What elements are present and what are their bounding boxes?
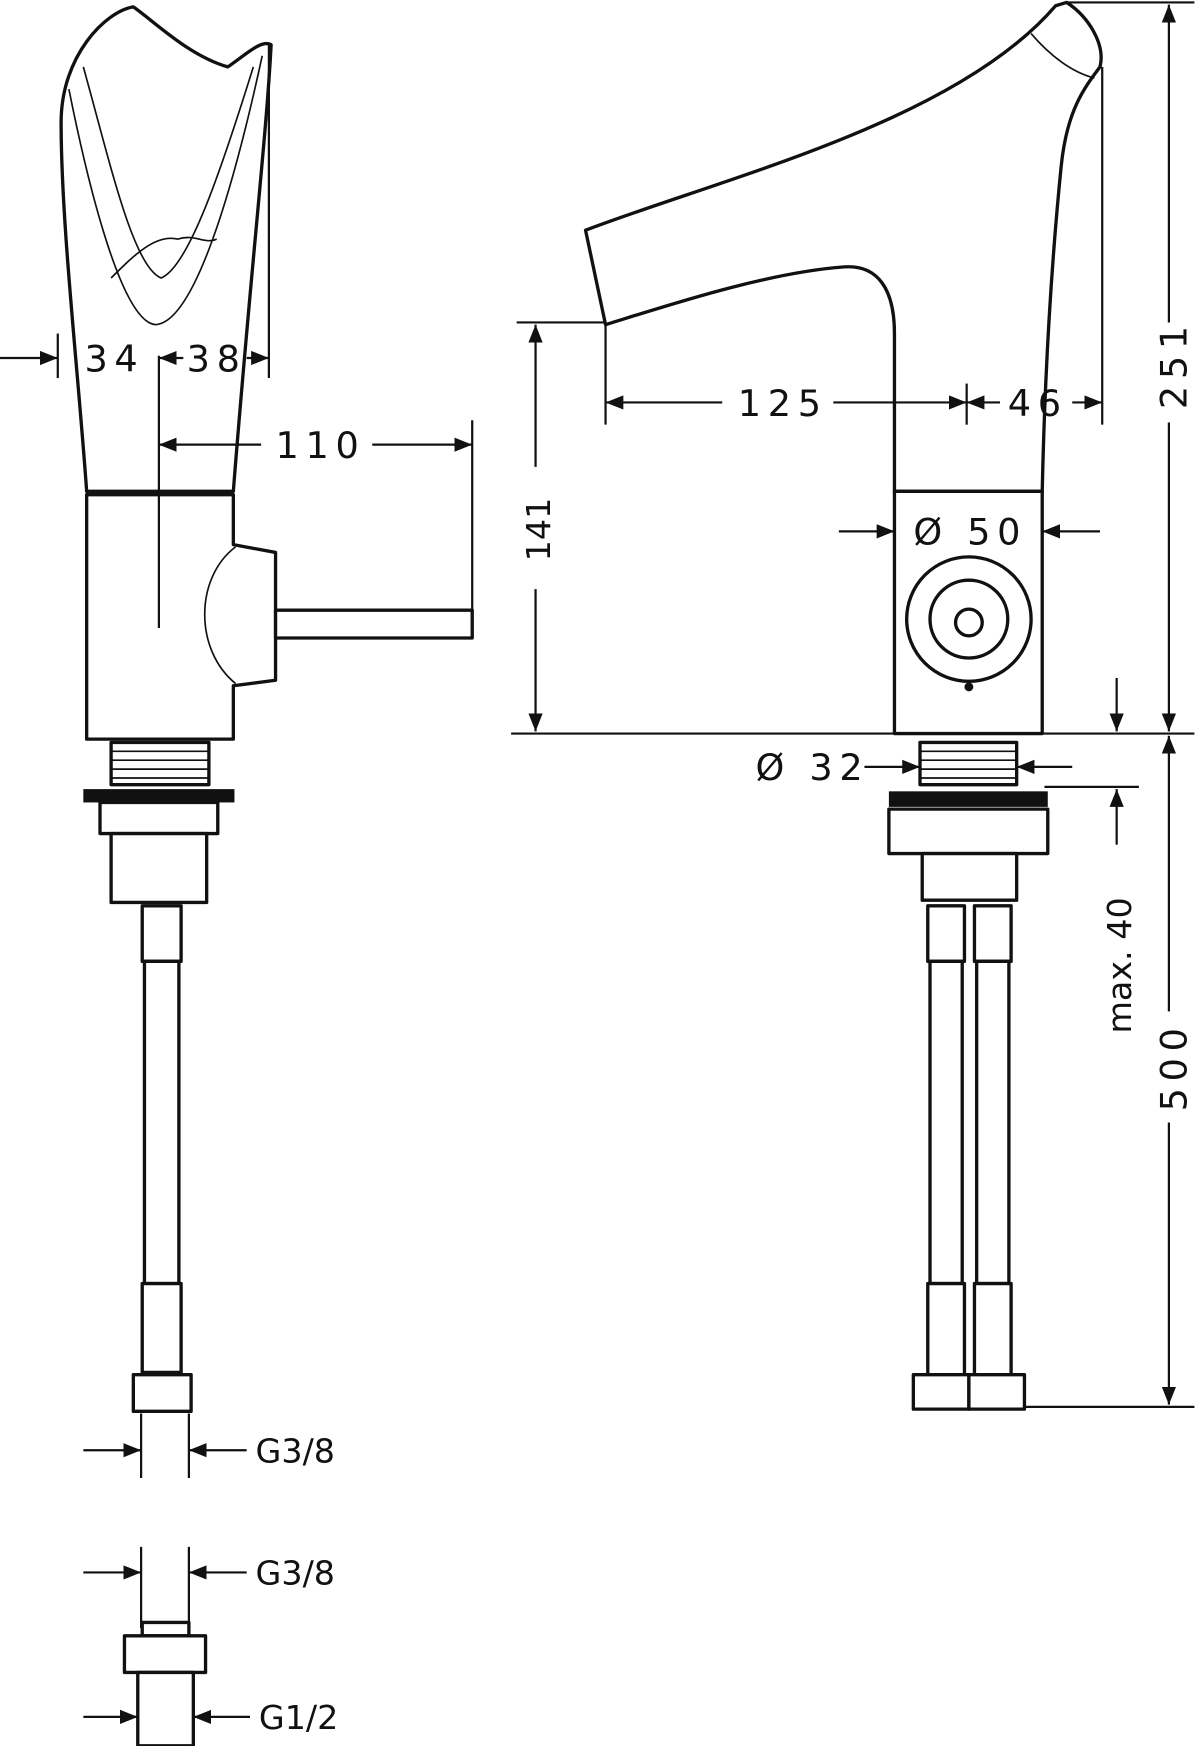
hose-right-crimp-bottom — [972, 1281, 1013, 1377]
dim-110-label: 110 — [276, 424, 366, 467]
hose-nut-left — [911, 1373, 971, 1411]
front-view: 34 38 110 G3/8 G3/8 G1/2 — [0, 5, 474, 1746]
spout-front — [59, 5, 273, 494]
hose-right-crimp — [972, 904, 1013, 964]
spout-tip — [1030, 33, 1095, 79]
hose-left-crimp-bottom — [926, 1281, 967, 1377]
lever — [273, 608, 474, 640]
mounting-flange — [83, 789, 235, 803]
spout-side — [583, 0, 1103, 494]
dim-500-label: 500 — [1153, 1021, 1196, 1111]
hose-crimp-top — [140, 904, 183, 964]
spout-opening — [68, 55, 264, 326]
dim-125-label: 125 — [738, 382, 828, 425]
handle-bump — [203, 546, 237, 685]
mounting-nut — [109, 831, 209, 905]
hose — [142, 959, 181, 1286]
hose-left — [928, 959, 964, 1286]
dim-38-label: 38 — [187, 337, 247, 380]
mounting-nut-side — [920, 851, 1019, 902]
hose-left-crimp — [926, 904, 967, 964]
dim-hose-connection-label: G3/8 — [256, 1431, 335, 1470]
dim-46-label: 46 — [1008, 382, 1068, 425]
mounting-flange-side — [888, 791, 1048, 807]
adapter-tail — [136, 1670, 195, 1746]
adapter-top — [140, 1620, 191, 1638]
dim-251-label: 251 — [1153, 319, 1196, 409]
dim-34-label: 34 — [84, 337, 144, 380]
adapter-nut — [122, 1634, 208, 1675]
dim-adapter-outlet-label: G1/2 — [259, 1698, 338, 1737]
hose-crimp-bottom — [140, 1281, 183, 1375]
cartridge-inner — [953, 607, 984, 638]
thread-lines — [111, 750, 209, 779]
side-view: 141 125 46 Ø 50 251 500 Ø 32 max. 40 — [511, 0, 1196, 1411]
dim-max-40-label: max. 40 — [1100, 897, 1139, 1033]
hose-nut-right — [967, 1373, 1027, 1411]
dim-body-diameter-label: Ø 50 — [913, 511, 1027, 554]
dim-shank-diameter-label: Ø 32 — [756, 746, 870, 789]
mounting-bracket-side — [887, 807, 1050, 856]
body-front — [85, 493, 278, 741]
dim-adapter-inlet-label: G3/8 — [256, 1554, 335, 1593]
dim-141-label: 141 — [519, 498, 558, 562]
hose-right — [975, 959, 1011, 1286]
mounting-washer — [98, 800, 220, 836]
hose-nut — [131, 1373, 193, 1413]
